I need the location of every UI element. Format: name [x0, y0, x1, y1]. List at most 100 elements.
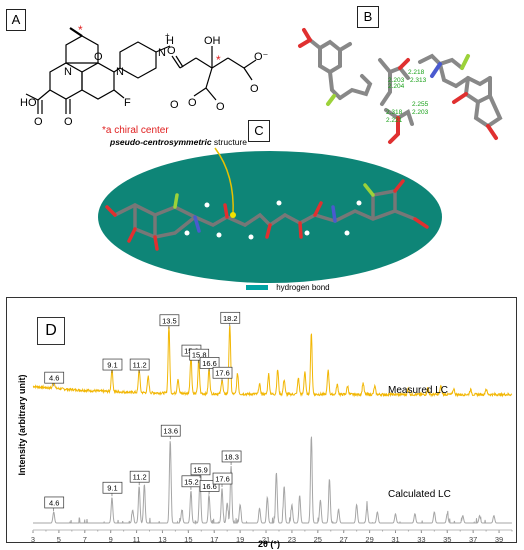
peak-label-text: 15.8 [192, 351, 207, 360]
peak-label-box [189, 348, 210, 361]
peak-label-measured: 13.5 [159, 314, 180, 329]
peak-label-box [129, 358, 150, 371]
panel-d-frame [6, 297, 517, 543]
peak-label-text: 11.2 [133, 361, 147, 370]
peak-label-text: 4.6 [49, 374, 59, 383]
atom-o6: O [216, 101, 225, 113]
chiral-star-1: * [78, 23, 83, 37]
x-tick-label: 19 [236, 535, 244, 544]
peak-label-text: 18.2 [223, 314, 238, 323]
peak-label-text: 13.5 [162, 316, 177, 325]
peak-label-measured: 18.2 [220, 311, 241, 327]
peak-label-box [102, 358, 123, 371]
atom-n3: N [158, 47, 166, 59]
peak-label-measured: 9.1 [102, 358, 123, 374]
x-tick-label: 25 [314, 535, 322, 544]
x-tick-label: 27 [340, 535, 348, 544]
peak-label-measured: 16.6 [199, 357, 220, 372]
x-tick-label: 13 [158, 535, 166, 544]
peak-label-calculated: 4.6 [44, 496, 65, 511]
packing-ellipse [98, 151, 442, 283]
peak-label-calculated: 11.2 [129, 470, 150, 486]
peak-label-text: 11.2 [133, 473, 147, 482]
peak-label-calculated: 15.2 [181, 475, 202, 490]
panel-b-label-box: B [357, 6, 379, 28]
series-line-measured [32, 325, 513, 398]
ring-oxazine [65, 35, 99, 64]
x-tick-label: 3 [31, 535, 35, 544]
panel-c-packing [98, 147, 442, 283]
y-axis-label: Intensity (arbitrary unit) [17, 374, 27, 475]
x-tick-label: 9 [109, 535, 113, 544]
atom-o1: O [94, 51, 103, 63]
peak-label-text: 9.1 [107, 361, 117, 370]
x-tick-label: 7 [83, 535, 87, 544]
peak-label-box [44, 496, 65, 509]
atom-o9: O [170, 99, 179, 111]
peak-label-box [212, 366, 233, 379]
distance-3: 2.204 [388, 83, 405, 90]
peak-label-box [190, 463, 211, 476]
peak-label-text: 18.3 [224, 452, 239, 461]
x-axis-label: 2θ (°) [258, 539, 280, 549]
peak-label-box [212, 472, 233, 485]
distance-4: 2.313 [410, 77, 427, 84]
atom-oh: OH [204, 35, 221, 47]
peak-label-calculated: 17.6 [212, 472, 233, 488]
peak-label-box [102, 481, 123, 494]
peak-label-text: 15.2 [184, 477, 199, 486]
atom-h: H [166, 35, 174, 47]
panel-b-fragment: 2.218 2.203 2.204 2.313 2.318 2.221 2.25… [298, 28, 503, 144]
distance-6: 2.221 [386, 117, 403, 124]
peak-label-calculated: 16.6 [199, 480, 220, 495]
peak-label-text: 17.6 [215, 369, 230, 378]
distance-7: 2.255 [412, 101, 429, 108]
panel-c-title: pseudo-centrosymmetric structure [110, 137, 247, 147]
ring-piperazine [119, 41, 157, 79]
distance-1: 2.218 [408, 69, 425, 76]
peak-label-box [199, 357, 220, 369]
x-tick-label: 33 [417, 535, 425, 544]
distance-5: 2.318 [386, 109, 403, 116]
centrosymmetric-pointer [214, 147, 234, 216]
peak-label-calculated: 13.6 [160, 424, 181, 440]
x-tick-label: 29 [365, 535, 373, 544]
ring-middle [81, 62, 115, 100]
x-tick-label: 15 [184, 535, 192, 544]
peak-label-measured: 17.6 [212, 366, 233, 382]
peak-label-box [129, 470, 150, 483]
atom-o3: O [34, 116, 43, 128]
atom-o5: O [188, 97, 197, 109]
x-tick-label: 39 [495, 535, 503, 544]
chiral-center-note: *a chiral center [102, 125, 169, 136]
x-tick-label: 21 [262, 535, 270, 544]
hbond-legend-swatch [246, 285, 268, 291]
x-tick-label: 11 [133, 535, 141, 544]
peak-label-text: 16.6 [202, 359, 217, 368]
panel-c-label-box: C [248, 120, 270, 142]
panel-d-label-box: D [37, 317, 65, 345]
peak-label-measured: 4.6 [44, 371, 65, 387]
peak-label-calculated: 18.3 [221, 450, 242, 465]
hbond-legend-label: hydrogen bond [276, 283, 330, 292]
distance-8: 2.203 [412, 109, 429, 116]
peak-label-calculated: 9.1 [102, 481, 123, 497]
peak-label-box [220, 311, 241, 324]
x-tick-label: 31 [391, 535, 399, 544]
atom-o2: O [64, 116, 73, 128]
panel-c-label: C [254, 123, 264, 138]
peak-label-text: 17.6 [215, 475, 230, 484]
panel-a-label-box: A [6, 9, 26, 31]
atom-o7: O⁻ [254, 51, 269, 63]
x-tick-label: 35 [443, 535, 451, 544]
peak-label-box [160, 424, 181, 437]
series-line-calculated [33, 436, 512, 525]
chiral-star-2: * [216, 53, 221, 67]
atom-ho: HO [20, 97, 37, 109]
x-tick-label: 37 [469, 535, 477, 544]
peak-label-text: 15.9 [193, 465, 208, 474]
peak-label-box [221, 450, 242, 463]
peak-label-measured: 11.2 [129, 358, 150, 374]
distance-2: 2.203 [388, 77, 405, 84]
atom-charge: + [165, 31, 170, 40]
